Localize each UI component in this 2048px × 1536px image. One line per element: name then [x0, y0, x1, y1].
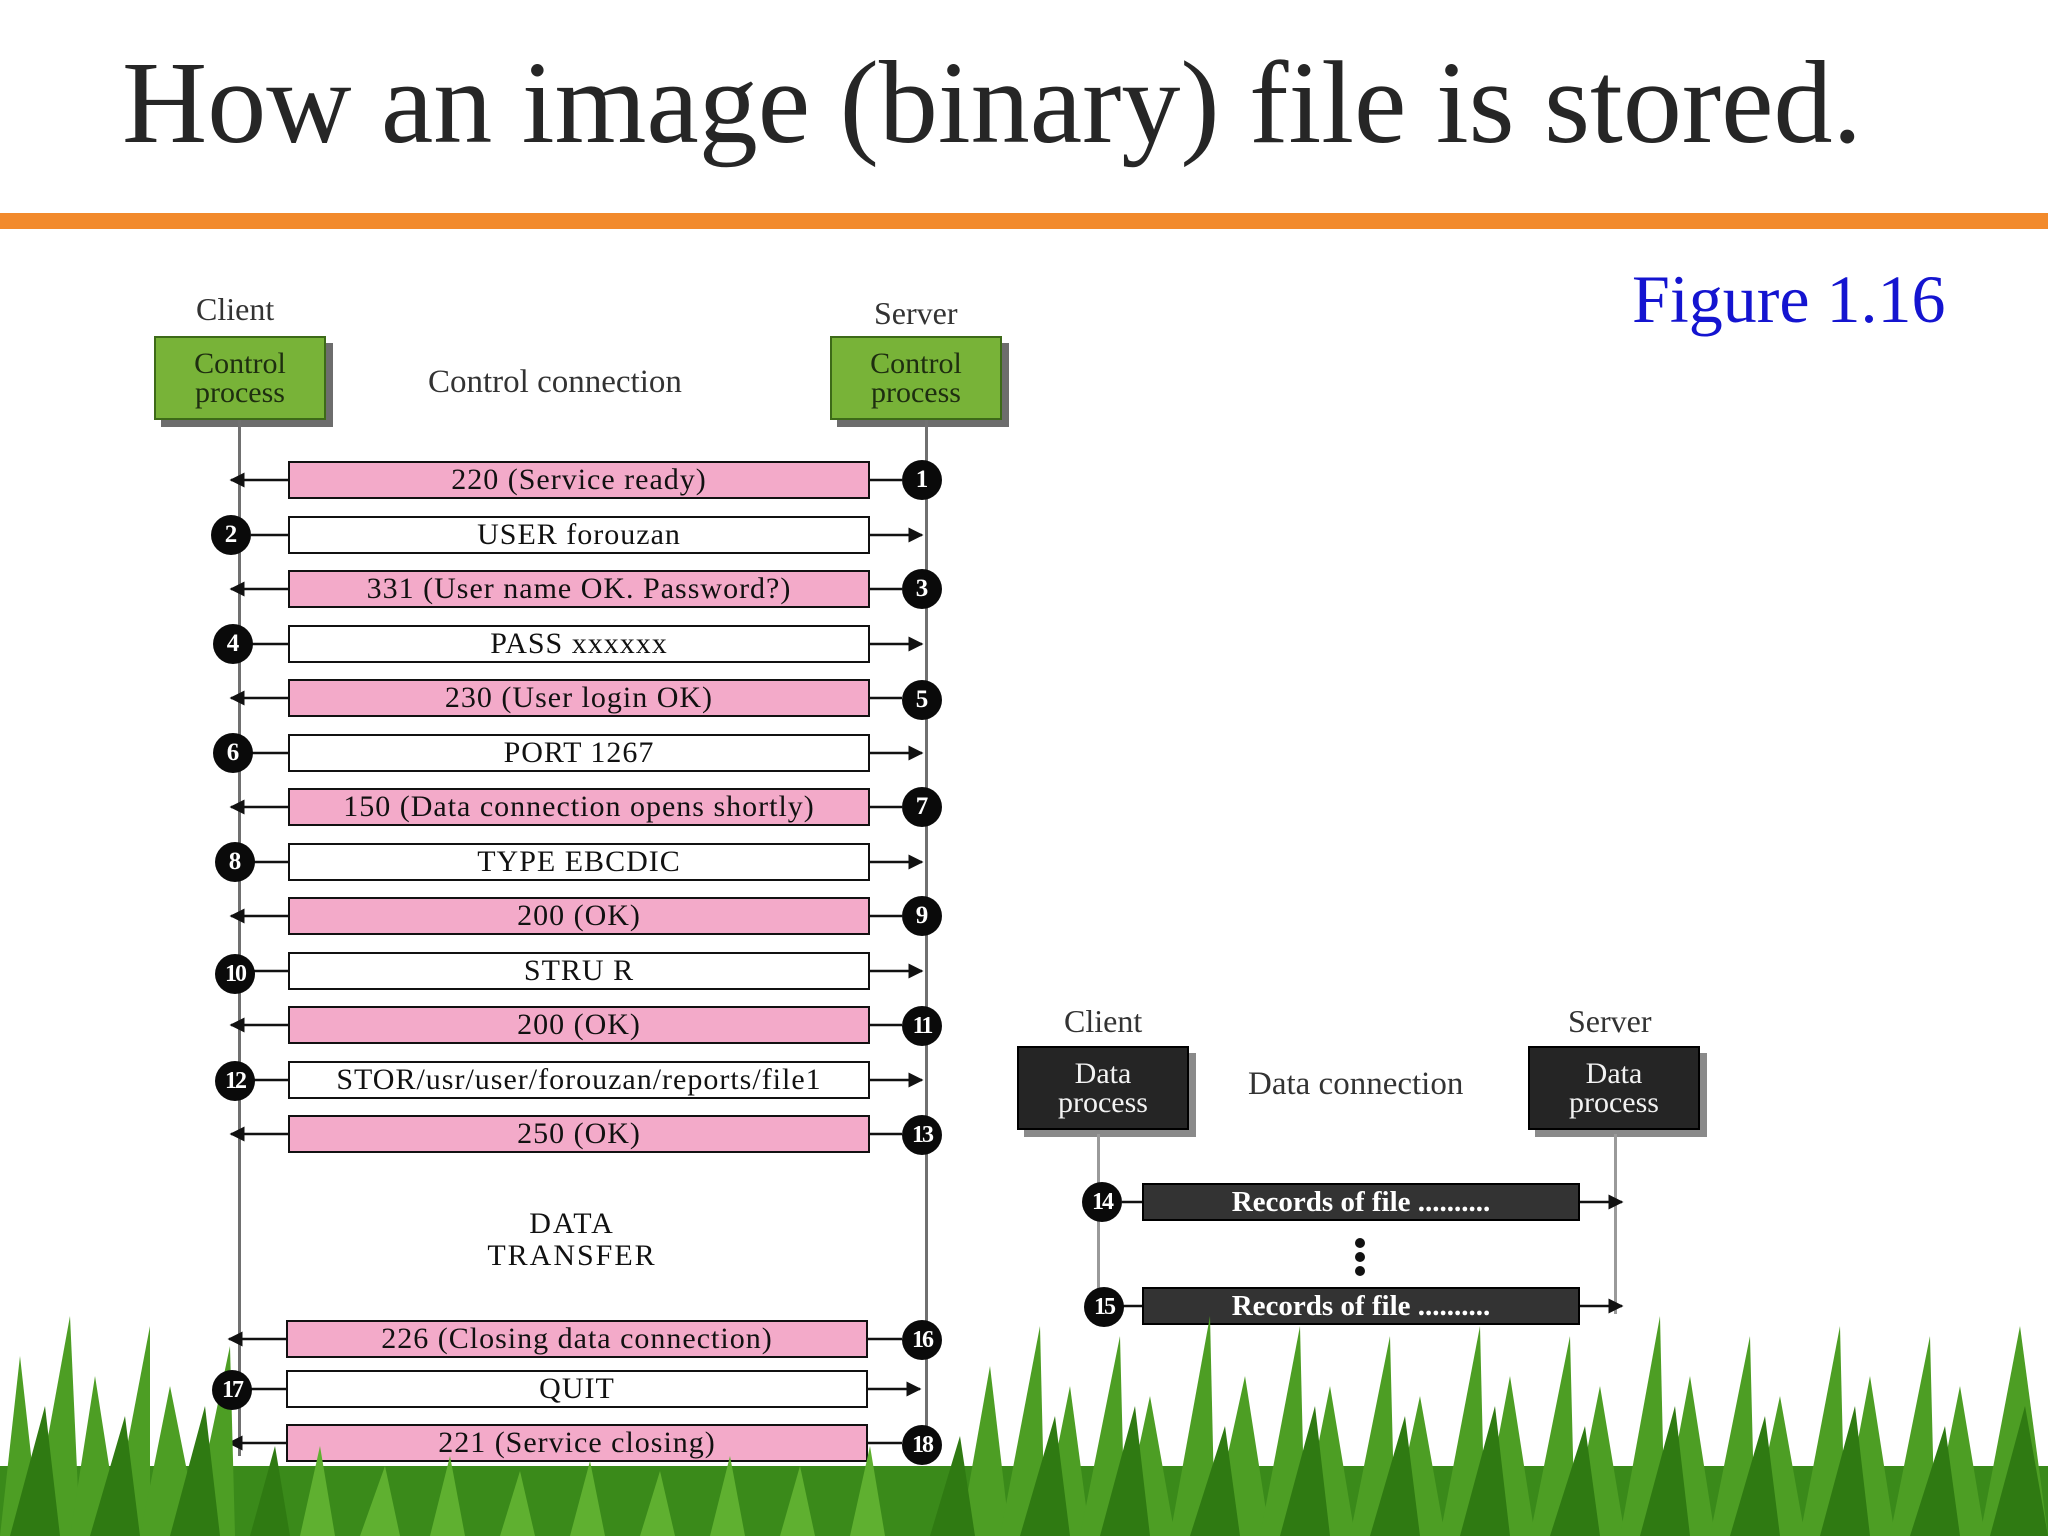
data-transfer-label: DATA TRANSFER	[470, 1208, 674, 1272]
message-8: TYPE EBCDIC	[288, 843, 870, 881]
data-server-label: Server	[1568, 1003, 1652, 1039]
message-5: 230 (User login OK)	[288, 679, 870, 717]
server-data-process-line2: process	[1569, 1086, 1659, 1119]
message-17: QUIT	[286, 1370, 868, 1408]
message-7: 150 (Data connection opens shortly)	[288, 788, 870, 826]
message-1: 220 (Service ready)	[288, 461, 870, 499]
step-badge-4: 4	[213, 624, 253, 664]
title-divider	[0, 213, 2048, 229]
step-badge-7: 7	[902, 787, 942, 827]
message-10-text: STRU R	[523, 954, 635, 987]
step-badge-16: 16	[902, 1320, 942, 1360]
client-control-process-line2: process	[195, 376, 285, 409]
message-18: 221 (Service closing)	[286, 1424, 868, 1462]
message-11: 200 (OK)	[288, 1006, 870, 1044]
data-transfer-line2: TRANSFER	[487, 1239, 657, 1272]
server-data-process-line1: Data	[1585, 1057, 1643, 1090]
message-16: 226 (Closing data connection)	[286, 1320, 868, 1358]
message-9: 200 (OK)	[288, 897, 870, 935]
message-3-text: 331 (User name OK. Password?)	[366, 572, 792, 605]
control-client-label: Client	[196, 291, 275, 327]
client-data-process: Data process	[1017, 1046, 1189, 1130]
control-server-label: Server	[874, 295, 958, 331]
server-control-process: Control process	[830, 336, 1002, 420]
message-2-text: USER forouzan	[477, 518, 681, 551]
step-badge-17: 17	[212, 1370, 252, 1410]
message-4: PASS xxxxxx	[288, 625, 870, 663]
ellipsis-dot-2	[1355, 1252, 1365, 1262]
ellipsis-dot-1	[1355, 1238, 1365, 1248]
step-badge-9: 9	[902, 896, 942, 936]
message-9-text: 200 (OK)	[517, 899, 641, 932]
server-control-process-line1: Control	[870, 347, 962, 380]
step-badge-15: 15	[1084, 1287, 1124, 1327]
message-6-text: PORT 1267	[503, 736, 655, 769]
message-13: 250 (OK)	[288, 1115, 870, 1153]
slide-title: How an image (binary) file is stored.	[122, 37, 1862, 168]
data-client-label: Client	[1064, 1003, 1143, 1039]
step-badge-13: 13	[902, 1115, 942, 1155]
step-badge-18: 18	[902, 1425, 942, 1465]
message-7-text: 150 (Data connection opens shortly)	[343, 790, 815, 823]
message-12-text: STOR/usr/user/forouzan/reports/file1	[336, 1063, 822, 1096]
grass-decoration	[0, 1316, 2048, 1536]
message-17-text: QUIT	[539, 1372, 615, 1405]
message-14: Records of file ..........	[1142, 1183, 1580, 1221]
message-3: 331 (User name OK. Password?)	[288, 570, 870, 608]
step-badge-3: 3	[902, 569, 942, 609]
message-2: USER forouzan	[288, 516, 870, 554]
data-transfer-line1: DATA	[529, 1207, 615, 1240]
client-control-process-line1: Control	[194, 347, 286, 380]
client-data-process-line2: process	[1058, 1086, 1148, 1119]
step-badge-12: 12	[215, 1061, 255, 1101]
client-control-process: Control process	[154, 336, 326, 420]
server-control-lifeline	[925, 420, 928, 1456]
step-badge-14: 14	[1082, 1182, 1122, 1222]
step-badge-1: 1	[902, 460, 942, 500]
message-8-text: TYPE EBCDIC	[477, 845, 681, 878]
step-badge-10: 10	[215, 954, 255, 994]
figure-label: Figure 1.16	[1632, 261, 1946, 337]
message-14-text: Records of file ..........	[1231, 1185, 1491, 1218]
message-15: Records of file ..........	[1142, 1287, 1580, 1325]
message-12: STOR/usr/user/forouzan/reports/file1	[288, 1061, 870, 1099]
message-15-text: Records of file ..........	[1231, 1289, 1491, 1322]
client-data-lifeline	[1097, 1134, 1100, 1314]
server-control-process-line2: process	[871, 376, 961, 409]
message-10: STRU R	[288, 952, 870, 990]
message-13-text: 250 (OK)	[517, 1117, 641, 1150]
step-badge-5: 5	[902, 680, 942, 720]
message-4-text: PASS xxxxxx	[490, 627, 668, 660]
control-connection-label: Control connection	[428, 364, 682, 400]
step-badge-11: 11	[902, 1006, 942, 1046]
ellipsis-dot-3	[1355, 1266, 1365, 1276]
message-11-text: 200 (OK)	[517, 1008, 641, 1041]
step-badge-8: 8	[215, 842, 255, 882]
message-5-text: 230 (User login OK)	[444, 681, 714, 714]
data-connection-label: Data connection	[1248, 1066, 1464, 1102]
message-16-text: 226 (Closing data connection)	[381, 1322, 773, 1355]
step-badge-6: 6	[213, 733, 253, 773]
server-data-lifeline	[1614, 1134, 1617, 1314]
message-6: PORT 1267	[288, 734, 870, 772]
step-badge-2: 2	[211, 515, 251, 555]
client-control-lifeline	[238, 420, 241, 1456]
message-18-text: 221 (Service closing)	[438, 1426, 716, 1459]
server-data-process: Data process	[1528, 1046, 1700, 1130]
client-data-process-line1: Data	[1074, 1057, 1132, 1090]
message-1-text: 220 (Service ready)	[451, 463, 707, 496]
